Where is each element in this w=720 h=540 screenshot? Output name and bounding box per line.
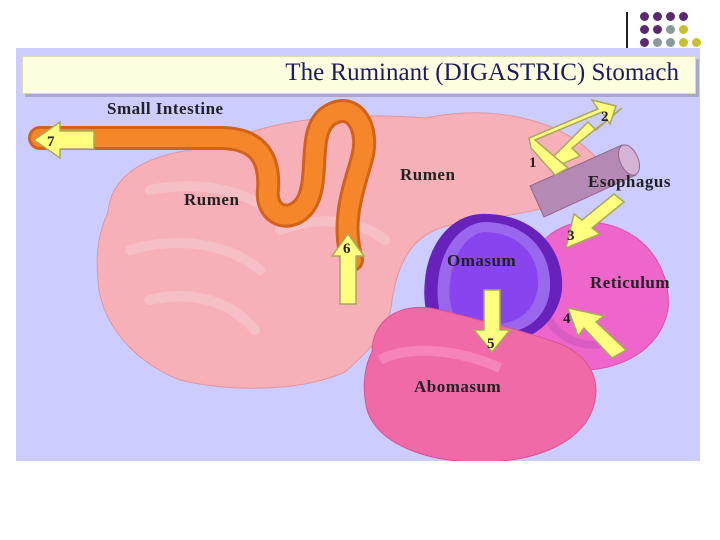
label-small-intestine: Small Intestine: [107, 99, 224, 118]
arrow-number-6: 6: [343, 241, 351, 257]
omasum-inner: [449, 232, 539, 324]
flow-arrow-4-icon: [566, 306, 628, 359]
flow-arrow-3-icon: [564, 193, 626, 250]
label-abomasum: Abomasum: [414, 377, 501, 396]
label-omasum: Omasum: [447, 251, 516, 270]
label-rumen-left: Rumen: [184, 190, 239, 209]
arrow-number-1: 1: [529, 155, 537, 171]
arrow-number-5: 5: [487, 336, 495, 352]
flow-arrow-6-icon: [330, 232, 366, 305]
flow-arrow-7-icon: [32, 120, 95, 160]
corner-divider: [626, 12, 628, 48]
label-reticulum: Reticulum: [590, 273, 670, 292]
esophagus-shape: [529, 144, 640, 218]
arrow-number-7: 7: [47, 134, 55, 150]
flow-arrow-1-icon: [528, 98, 617, 176]
arrow-number-4: 4: [563, 311, 571, 327]
abomasum-fold: [377, 345, 503, 373]
rumen-fold-lines: [125, 181, 390, 335]
small-intestine-fill: [31, 102, 374, 269]
page-title: The Ruminant (DIGASTRIC) Stomach: [285, 59, 679, 86]
label-esophagus: Esophagus: [588, 172, 671, 191]
arrow-number-3: 3: [567, 228, 575, 244]
arrow-number-2: 2: [601, 109, 609, 125]
title-bar: The Ruminant (DIGASTRIC) Stomach: [22, 56, 696, 94]
label-rumen-center: Rumen: [400, 165, 455, 184]
flow-arrow-5-icon: [472, 289, 512, 354]
dot-grid-icon: [626, 10, 720, 52]
